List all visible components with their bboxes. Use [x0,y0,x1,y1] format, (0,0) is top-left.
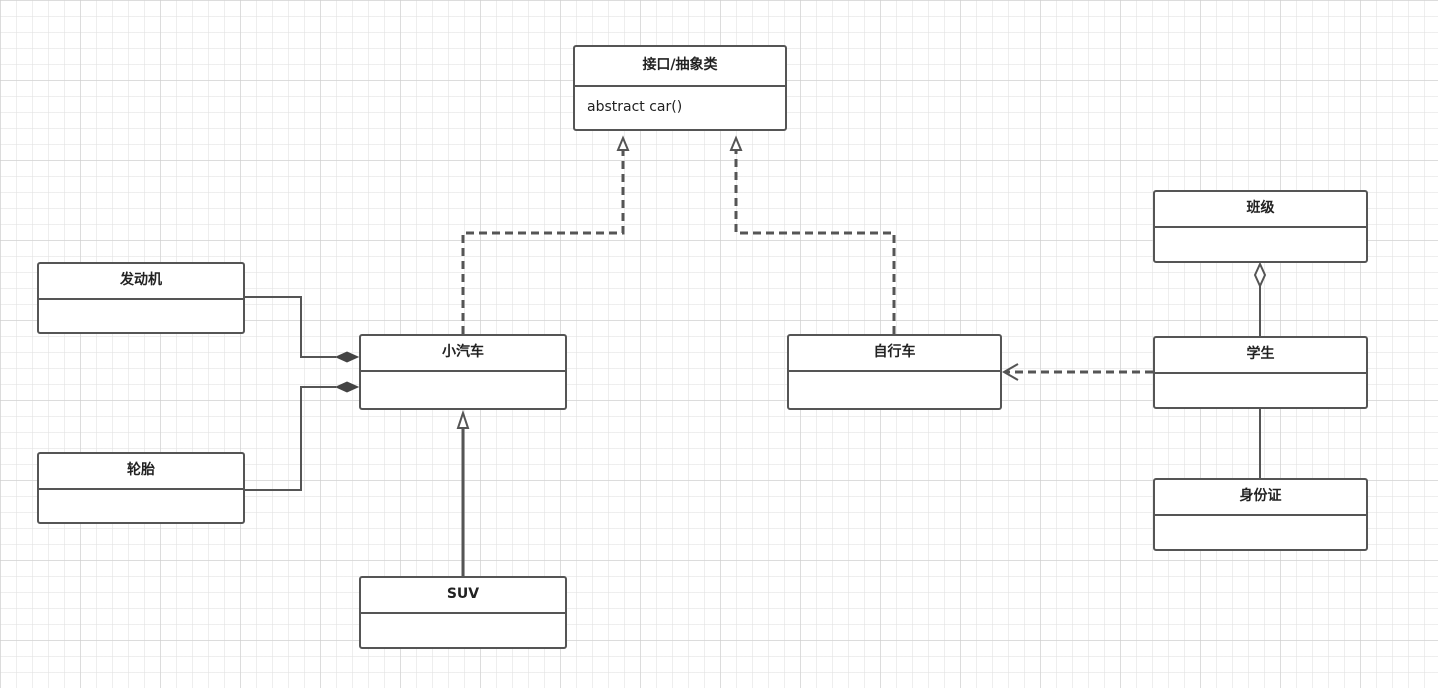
composition-tire-to-car [245,386,336,491]
class-car[interactable]: 小汽车 [359,334,567,410]
class-car-title: 小汽车 [361,336,565,372]
class-student[interactable]: 学生 [1153,336,1368,409]
composition-engine-to-car [245,296,336,358]
generalization-arrowhead-suv [456,409,470,429]
realization-arrowhead-car [616,135,630,151]
class-suv[interactable]: SUV [359,576,567,649]
class-idcard[interactable]: 身份证 [1153,478,1368,551]
class-suv-title: SUV [361,578,565,614]
realization-bicycle-to-interface [734,150,896,334]
composition-diamond-tire [334,381,360,393]
class-interface[interactable]: 接口/抽象类 abstract car() [573,45,787,131]
class-klass-title: 班级 [1155,192,1366,228]
class-idcard-title: 身份证 [1155,480,1366,516]
class-klass[interactable]: 班级 [1153,190,1368,263]
composition-diamond-engine [334,351,360,363]
class-student-title: 学生 [1155,338,1366,374]
realization-car-to-interface [461,150,625,334]
aggregation-diamond-class [1253,261,1267,289]
class-bicycle-title: 自行车 [789,336,1000,372]
class-tire[interactable]: 轮胎 [37,452,245,524]
realization-arrowhead-bicycle [729,135,743,151]
class-engine-title: 发动机 [39,264,243,300]
class-bicycle[interactable]: 自行车 [787,334,1002,410]
class-interface-member: abstract car() [587,99,683,115]
class-engine[interactable]: 发动机 [37,262,245,334]
class-interface-title: 接口/抽象类 [575,47,785,87]
dependency-arrowhead [1001,363,1019,381]
class-tire-title: 轮胎 [39,454,243,490]
